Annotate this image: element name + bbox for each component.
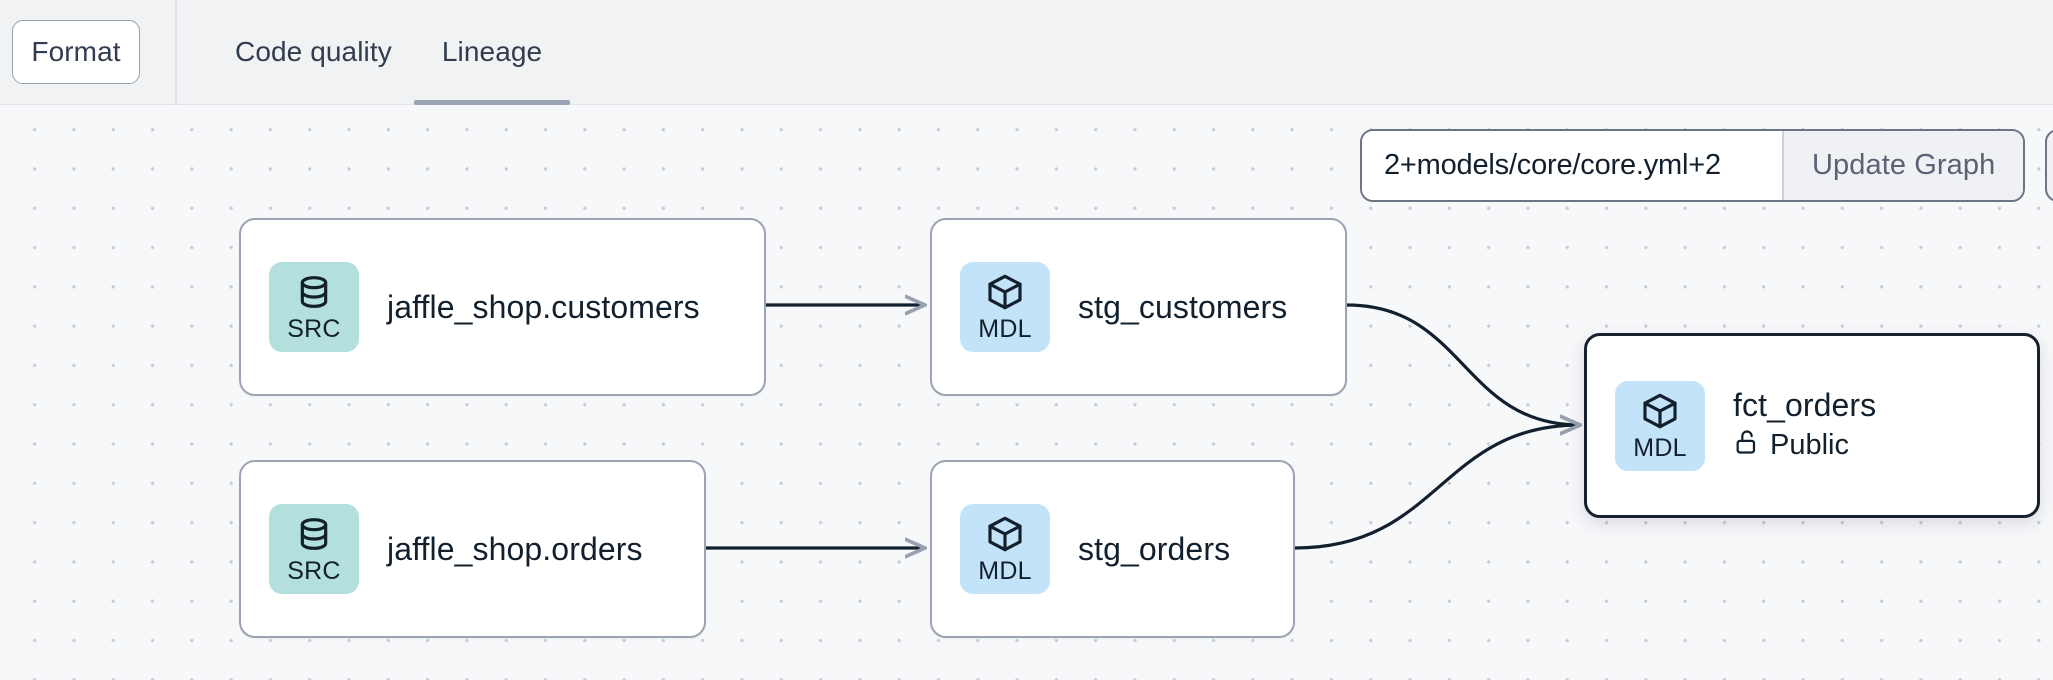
lineage-edge-stg_orders-to-fct_orders [1294, 425, 1580, 550]
graph-side-control[interactable] [2045, 129, 2053, 202]
update-graph-button[interactable]: Update Graph [1782, 131, 2024, 200]
node-type-badge: MDL [1615, 380, 1705, 471]
node-body: jaffle_shop.orders [387, 531, 643, 568]
cube-icon [985, 514, 1025, 554]
node-title: stg_customers [1078, 288, 1288, 325]
cube-icon [1640, 391, 1680, 431]
node-body: jaffle_shop.customers [387, 289, 700, 326]
node-title: fct_orders [1733, 386, 1877, 423]
node-type-label: MDL [978, 315, 1032, 343]
node-access-label: Public [1770, 429, 1849, 462]
format-button[interactable]: Format [12, 20, 140, 84]
lineage-edge-stg_customers-to-fct_orders [1346, 303, 1580, 425]
node-title: jaffle_shop.orders [387, 530, 643, 567]
node-type-label: SRC [287, 557, 341, 585]
node-type-label: MDL [978, 557, 1032, 585]
node-type-badge: SRC [269, 504, 359, 594]
tab-code-quality[interactable]: Code quality [235, 0, 392, 105]
toolbar-header: Format Code quality Lineage [0, 0, 2053, 105]
node-body: stg_customers [1078, 289, 1287, 326]
graph-selector-input[interactable] [1362, 131, 1782, 200]
node-access-badge: Public [1733, 428, 1876, 464]
lineage-edges [706, 105, 2053, 680]
tab-lineage[interactable]: Lineage [413, 0, 571, 105]
node-type-badge: MDL [960, 262, 1050, 352]
node-type-badge: SRC [269, 262, 359, 352]
tab-code-quality-label: Code quality [235, 36, 392, 67]
node-body: stg_orders [1078, 531, 1230, 568]
header-divider [175, 0, 177, 105]
graph-selector-control[interactable]: Update Graph [1360, 129, 2026, 202]
node-type-label: SRC [287, 315, 341, 343]
tab-lineage-label: Lineage [441, 36, 543, 67]
unlock-icon [1733, 428, 1761, 464]
node-type-badge: MDL [960, 504, 1050, 594]
lineage-node-stg_orders[interactable]: MDL stg_orders [930, 460, 1295, 638]
lineage-node-jaffle_shop_customers[interactable]: SRC jaffle_shop.customers [239, 218, 766, 396]
node-title: jaffle_shop.customers [387, 288, 700, 325]
node-title: stg_orders [1078, 530, 1231, 567]
tab-active-underline [413, 99, 571, 105]
tab-bar: Code quality Lineage [177, 0, 571, 105]
node-type-label: MDL [1633, 433, 1687, 462]
database-icon [294, 272, 334, 312]
lineage-node-jaffle_shop_orders[interactable]: SRC jaffle_shop.orders [239, 460, 706, 638]
database-icon [294, 514, 334, 554]
cube-icon [985, 272, 1025, 312]
lineage-node-stg_customers[interactable]: MDL stg_customers [930, 218, 1347, 396]
